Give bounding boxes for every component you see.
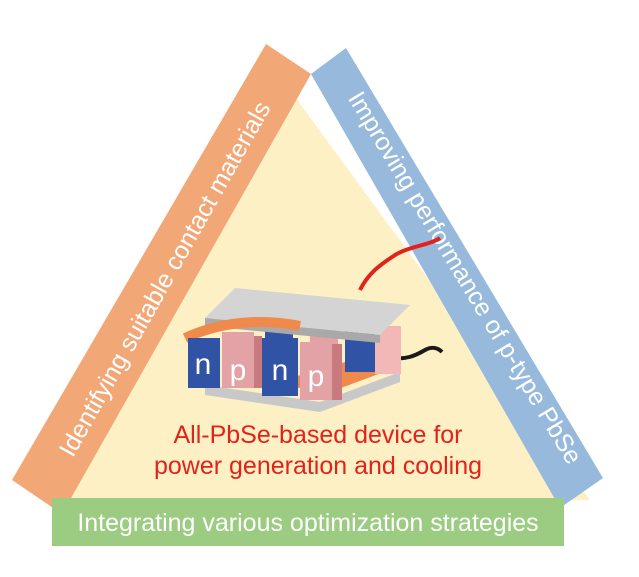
center-caption-line1: All-PbSe-based device for [173, 421, 462, 449]
leg-label-3: n [272, 354, 289, 387]
center-caption-line2: power generation and cooling [154, 452, 482, 480]
thermoelectric-device-illustration: n p n p [182, 236, 444, 412]
bottom-label: Integrating various optimization strateg… [77, 509, 538, 537]
bottom-plate [205, 372, 400, 412]
leg-p-1 [222, 332, 254, 388]
bottom-band [52, 498, 564, 546]
leg-label-4: p [308, 360, 325, 393]
leg-p-2 [300, 342, 332, 400]
leg-n-2 [262, 338, 298, 396]
leg-label-1: n [195, 348, 212, 381]
leg-label-2: p [230, 354, 247, 387]
triangle-background [48, 90, 590, 500]
red-wire [358, 236, 442, 291]
leg-n-1 [188, 338, 220, 388]
top-electrode-curve [182, 317, 301, 343]
top-plate [205, 288, 410, 335]
black-wire [389, 345, 444, 361]
right-side-band [311, 48, 603, 508]
left-side-band [12, 44, 311, 514]
leg-p-2-side [332, 344, 342, 400]
leg-p-1-side [254, 336, 262, 388]
